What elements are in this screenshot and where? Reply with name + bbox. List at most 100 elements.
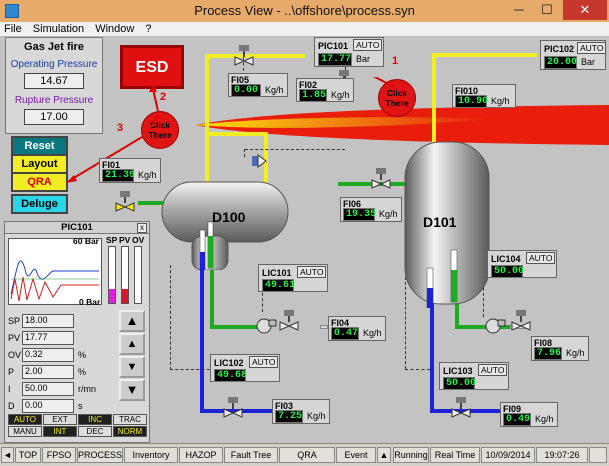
tag-name: PIC101	[318, 41, 349, 51]
control-valve-icon[interactable]	[252, 151, 274, 173]
operating-pressure-value: 14.67	[24, 73, 84, 89]
tag-lic103[interactable]: LIC103 AUTO 50.00	[439, 362, 509, 390]
vessel-label-d101: D101	[423, 214, 457, 230]
level-readout: 50.00	[491, 265, 524, 278]
nav-fault-tree[interactable]: Fault Tree	[224, 447, 278, 463]
level-readout: 49.68	[214, 369, 247, 382]
tag-fi02[interactable]: FI02 1.85 Kg/h	[296, 78, 354, 102]
tag-fi09[interactable]: FI09 0.49 Kg/h	[500, 402, 558, 427]
minimize-button[interactable]: ─	[514, 2, 524, 17]
mode-norm-button[interactable]: NORM	[113, 426, 147, 437]
mode-badge: AUTO	[526, 252, 556, 264]
mode-ext-button[interactable]: EXT	[43, 414, 77, 425]
sp-value[interactable]: 18.00	[22, 313, 74, 328]
i-value[interactable]: 50.00	[22, 381, 74, 396]
control-valve-icon[interactable]	[370, 168, 392, 190]
clock-mode: Real Time	[430, 447, 480, 463]
increase-button[interactable]: ▲	[119, 333, 145, 355]
mode-badge: AUTO	[249, 356, 279, 368]
water-pipe	[200, 265, 204, 412]
tag-fi010[interactable]: FI010 10.90 Kg/h	[452, 84, 516, 108]
nav-event[interactable]: Event	[336, 447, 376, 463]
mode-int-button[interactable]: INT	[43, 426, 77, 437]
gas-pipe	[205, 54, 209, 184]
d-value[interactable]: 0.00	[22, 398, 74, 413]
nav-qra[interactable]: QRA	[279, 447, 335, 463]
tag-fi08[interactable]: FI08 7.96 Kg/h	[531, 336, 589, 361]
tag-fi06[interactable]: FI06 19.35 Kg/h	[340, 197, 402, 222]
nav-process[interactable]: PROCESS	[77, 447, 123, 463]
nav-hazop[interactable]: HAZOP	[179, 447, 223, 463]
pump-icon[interactable]	[255, 317, 277, 335]
status-left-arrow[interactable]: ◄	[1, 447, 14, 463]
window-title: Process View - ..\offshore\process.syn	[194, 3, 415, 18]
mode-manu-button[interactable]: MANU	[8, 426, 42, 437]
tag-lic101[interactable]: LIC101 AUTO 49.61	[258, 264, 328, 292]
water-pipe	[200, 409, 272, 413]
menu-window[interactable]: Window	[95, 23, 135, 35]
maximize-button[interactable]: ☐	[541, 2, 553, 17]
control-valve-icon[interactable]	[278, 310, 300, 332]
tag-fi01[interactable]: FI01 21.39 Kg/h	[99, 158, 161, 183]
status-date: 10/09/2014	[481, 447, 535, 463]
decrease-fast-button[interactable]: ▼	[119, 379, 145, 401]
operating-pressure-label: Operating Pressure	[10, 59, 98, 70]
mode-auto-button[interactable]: AUTO	[8, 414, 42, 425]
callout-number: 1	[392, 55, 399, 67]
mode-inc-button[interactable]: INC	[78, 414, 112, 425]
level-readout: 49.61	[262, 279, 295, 292]
liquid-pipe	[455, 325, 515, 329]
scale-top-label: 60 Bar	[73, 236, 99, 246]
click-there-callout: Click There	[378, 79, 416, 117]
ov-bar	[134, 246, 142, 304]
p-value[interactable]: 2.00	[22, 364, 74, 379]
control-valve-icon[interactable]	[222, 397, 244, 419]
tag-pic101[interactable]: PIC101 AUTO 17.77 Bar	[314, 37, 384, 67]
status-up-arrow[interactable]: ▲	[377, 447, 391, 463]
bar-label-ov: OV	[132, 235, 145, 245]
bar-label-pv: PV	[119, 235, 131, 245]
tag-fi05[interactable]: FI05 0.00 Kg/h	[228, 73, 288, 97]
gas-pipe	[264, 132, 268, 184]
tag-lic104[interactable]: LIC104 AUTO 50.00	[487, 250, 557, 278]
mode-trac-button[interactable]: TRAC	[113, 414, 147, 425]
close-button[interactable]: ✕	[563, 0, 607, 20]
trend-lines	[10, 260, 99, 302]
nav-top[interactable]: TOP	[15, 447, 41, 463]
app-icon	[5, 4, 19, 18]
ov-value[interactable]: 0.32	[22, 347, 74, 362]
qra-button[interactable]: QRA	[11, 172, 68, 192]
outlet-pipe	[320, 325, 328, 329]
water-pipe	[430, 287, 434, 412]
faceplate-close-button[interactable]: x	[137, 223, 147, 233]
tag-lic102[interactable]: LIC102 AUTO 49.68	[210, 354, 280, 382]
mode-dec-button[interactable]: DEC	[78, 426, 112, 437]
increase-fast-button[interactable]: ▲	[119, 310, 145, 332]
deluge-button[interactable]: Deluge	[11, 194, 68, 214]
click-there-callout: Click There	[141, 111, 179, 149]
tag-pic102[interactable]: PIC102 AUTO 20.00 Bar	[540, 40, 607, 70]
bar-label-sp: SP	[106, 235, 118, 245]
control-valve-icon[interactable]	[450, 397, 472, 419]
vessel-d100	[161, 181, 289, 270]
inlet-pipe	[138, 201, 168, 205]
tag-fi04[interactable]: FI04 0.47 Kg/h	[328, 316, 386, 341]
pump-icon[interactable]	[484, 317, 506, 335]
control-valve-icon[interactable]	[510, 310, 532, 332]
nav-fpso[interactable]: FPSO	[42, 447, 76, 463]
decrease-button[interactable]: ▼	[119, 356, 145, 378]
mode-badge: AUTO	[297, 266, 327, 278]
layout-button[interactable]: Layout	[11, 154, 68, 174]
nav-inventory[interactable]: Inventory	[124, 447, 178, 463]
resize-grip[interactable]	[589, 447, 607, 463]
menu-file[interactable]: File	[4, 23, 22, 35]
simulation-state: Running	[393, 447, 429, 463]
control-valve-icon[interactable]	[233, 45, 255, 67]
flow-readout: 0.49	[503, 413, 531, 426]
esd-button[interactable]: ESD	[120, 45, 184, 89]
menu-help[interactable]: ?	[145, 23, 152, 35]
tag-fi03[interactable]: FI03 7.25 Kg/h	[272, 399, 330, 424]
callout-number: 2	[160, 91, 167, 103]
menu-simulation[interactable]: Simulation	[32, 23, 85, 35]
control-valve-icon[interactable]	[114, 191, 136, 213]
